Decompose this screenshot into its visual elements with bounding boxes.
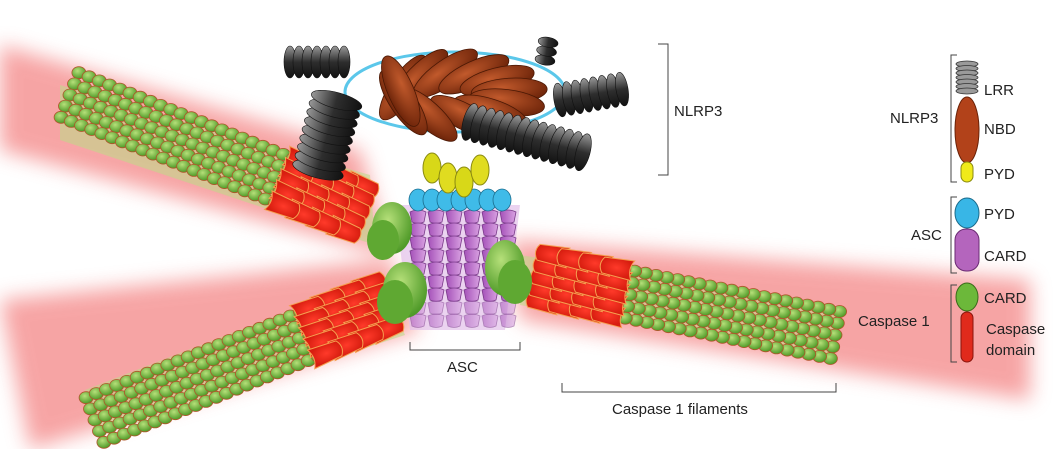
asc-card-blade [464,249,480,263]
legend-pyd-nlrp3-label: PYD [984,166,1015,183]
asc-card-blade [500,223,516,237]
asc-card-blade [464,223,480,237]
asc-card-blade [446,314,462,328]
asc-card-blade [464,314,480,328]
asc-card-blade [482,210,498,224]
legend-group-label-nlrp3: NLRP3 [890,110,938,127]
asc-pyd [493,189,511,211]
legend-caspase-domain-label-2: domain [986,342,1035,359]
asc-card-blade [464,288,480,302]
asc-card-blade [464,275,480,289]
asc-card-blade [464,262,480,276]
asc-card-blade [410,236,426,250]
asc-card-blade [428,301,444,315]
asc-card-blade [410,249,426,263]
asc-card-blade [464,210,480,224]
asc-card-blade [446,275,462,289]
asc-card-blade [446,301,462,315]
asc-card-blade [464,236,480,250]
legend-pyd-asc-label: PYD [984,206,1015,223]
asc-card-blade [428,223,444,237]
asc-card-blade [410,210,426,224]
nlrp3-bracket [658,44,668,175]
asc-card-blade [446,262,462,276]
asc-card-blade [428,275,444,289]
lrr-legend-disc [956,88,978,94]
asc-card-blade [428,249,444,263]
pyd-nlrp3-legend-icon [961,162,973,182]
legend-group-label-caspase1: Caspase 1 [858,313,930,330]
asc-card-blade [428,236,444,250]
asc-card-blade [482,301,498,315]
nlrp3-oligomer [284,36,631,197]
card-casp-legend-icon [956,283,978,311]
asc-card-blade [428,288,444,302]
legend-nbd-label: NBD [984,121,1016,138]
asc-bracket [410,342,520,350]
asc-card-blade [500,210,516,224]
legend-group-nlrp3: NLRP3 LRR NBD PYD [890,55,1016,183]
nbd-legend-icon [955,97,979,163]
pyd-asc-legend-icon [955,198,979,228]
asc-card-blade [482,223,498,237]
lrr-legend-icon [956,61,978,94]
asc-card-blade [500,314,516,328]
legend-caspase-domain-label-1: Caspase [986,321,1045,338]
legend-group-label-asc: ASC [911,227,942,244]
caspase-domain-legend-icon [961,312,973,362]
asc-card-blade [446,236,462,250]
asc-card-blade [428,262,444,276]
caspase-filaments-label: Caspase 1 filaments [612,401,748,418]
legend-lrr-label: LRR [984,82,1014,99]
asc-label: ASC [447,359,478,376]
lrr-coil-left [338,46,350,78]
asc-card-blade [464,301,480,315]
card-asc-legend-icon [955,229,979,271]
legend-card-asc-label: CARD [984,248,1027,265]
caspase-filaments-bracket [562,383,836,392]
asc-card-blade [428,314,444,328]
asc-card-blade [410,223,426,237]
asc-card-blade [482,314,498,328]
asc-card-blade [428,210,444,224]
nlrp3-label: NLRP3 [674,103,722,120]
legend-card-casp-label: CARD [984,290,1027,307]
asc-card-blade [446,288,462,302]
asc-card-blade [446,223,462,237]
legend-group-asc: ASC PYD CARD [911,197,1027,273]
asc-card-blade [446,210,462,224]
asc-card-blade [446,249,462,263]
